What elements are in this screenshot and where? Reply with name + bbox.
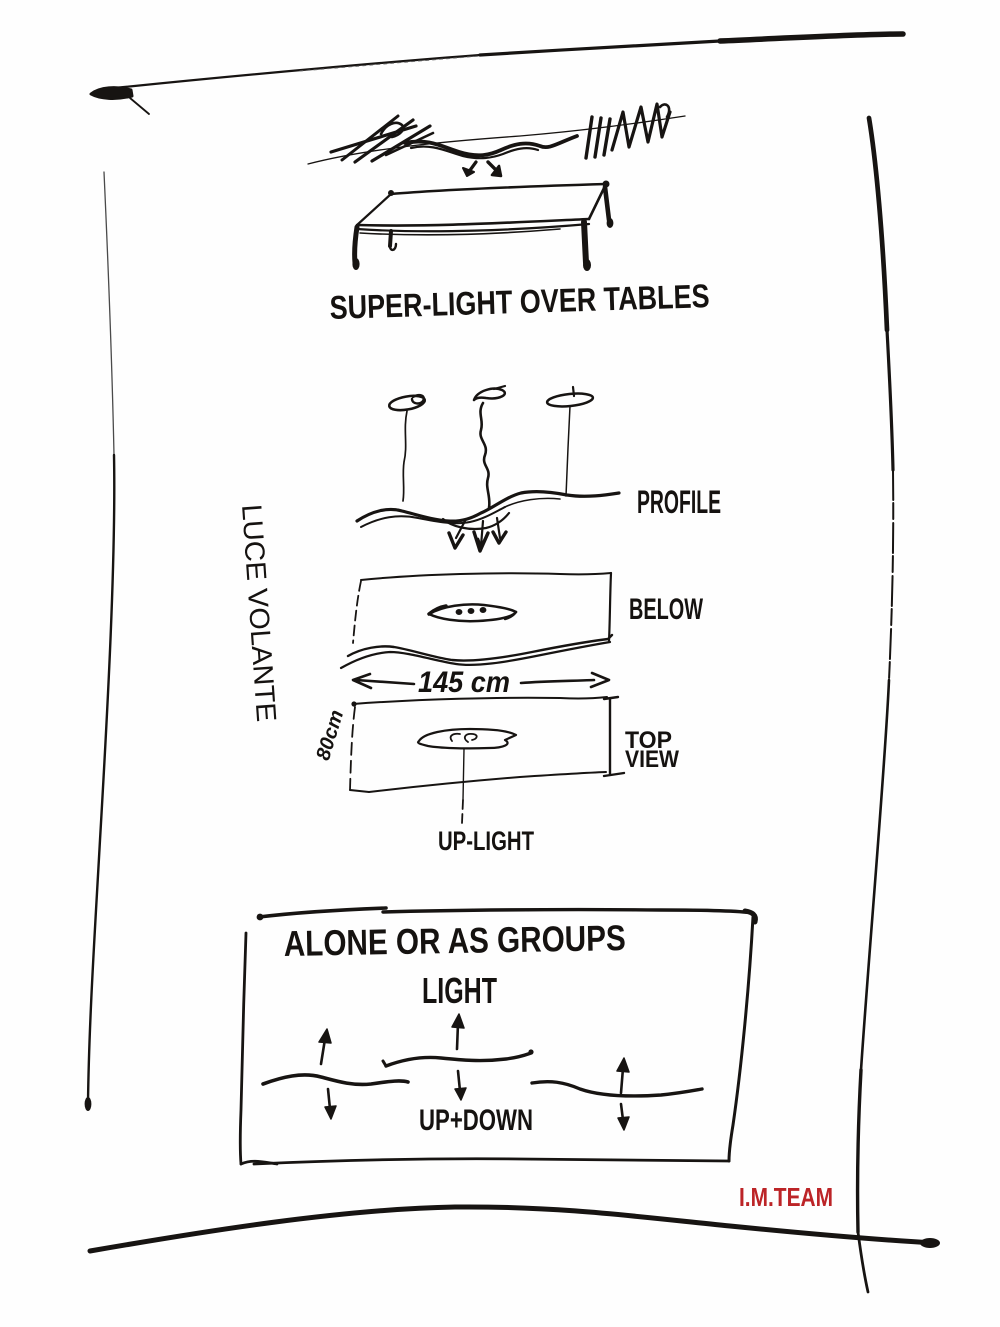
svg-text:UP-LIGHT: UP-LIGHT [438,826,534,856]
svg-text:80cm: 80cm [312,708,348,763]
svg-text:SUPER-LIGHT OVER TABLES: SUPER-LIGHT OVER TABLES [329,277,710,326]
svg-text:PROFILE: PROFILE [637,484,721,520]
svg-text:BELOW: BELOW [629,593,703,626]
svg-text:145 cm: 145 cm [418,666,510,699]
svg-text:LIGHT: LIGHT [422,970,497,1011]
svg-text:VIEW: VIEW [625,746,679,773]
svg-text:I.M.TEAM: I.M.TEAM [739,1182,833,1212]
svg-text:LUCE VOLANTE: LUCE VOLANTE [236,503,282,723]
svg-text:TOP: TOP [625,727,672,754]
svg-text:UP+DOWN: UP+DOWN [419,1104,533,1137]
svg-text:ALONE OR AS GROUPS: ALONE OR AS GROUPS [283,917,626,964]
